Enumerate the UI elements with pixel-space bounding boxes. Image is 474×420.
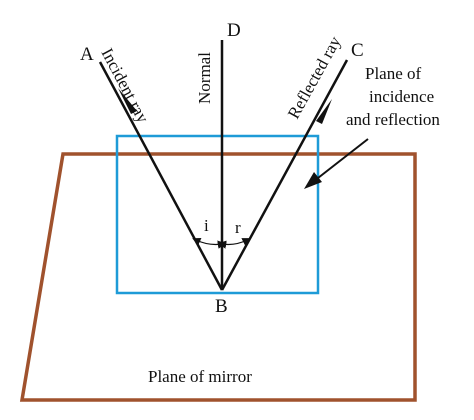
plane-incidence-label-line1: Plane of bbox=[365, 64, 422, 83]
incidence-plane bbox=[115, 134, 320, 295]
reflected-ray-arrow bbox=[316, 99, 332, 124]
plane-mirror-label: Plane of mirror bbox=[148, 367, 252, 386]
plane-incidence-label-line2: incidence bbox=[369, 87, 434, 106]
angle-r-label: r bbox=[235, 218, 241, 237]
angle-r-arc bbox=[217, 238, 251, 249]
point-b-label: B bbox=[215, 296, 228, 317]
reflected-ray-label: Reflected ray bbox=[284, 33, 345, 122]
plane-label-pointer bbox=[317, 138, 369, 179]
point-c-label: C bbox=[351, 40, 364, 61]
incident-ray-arrow bbox=[118, 88, 137, 114]
angle-i-arc bbox=[192, 237, 227, 249]
normal-label: Normal bbox=[195, 52, 214, 104]
mirror-plane bbox=[19, 152, 417, 402]
angle-i-label: i bbox=[204, 216, 209, 235]
reflected-ray-line bbox=[220, 59, 349, 291]
point-a-label: A bbox=[80, 44, 94, 65]
plane-label-pointer-head bbox=[304, 172, 322, 189]
point-d-label: D bbox=[227, 20, 241, 41]
plane-incidence-label-line3: and reflection bbox=[346, 110, 440, 129]
incident-ray-line bbox=[98, 61, 224, 291]
incident-ray-label: Incident ray bbox=[97, 45, 152, 126]
